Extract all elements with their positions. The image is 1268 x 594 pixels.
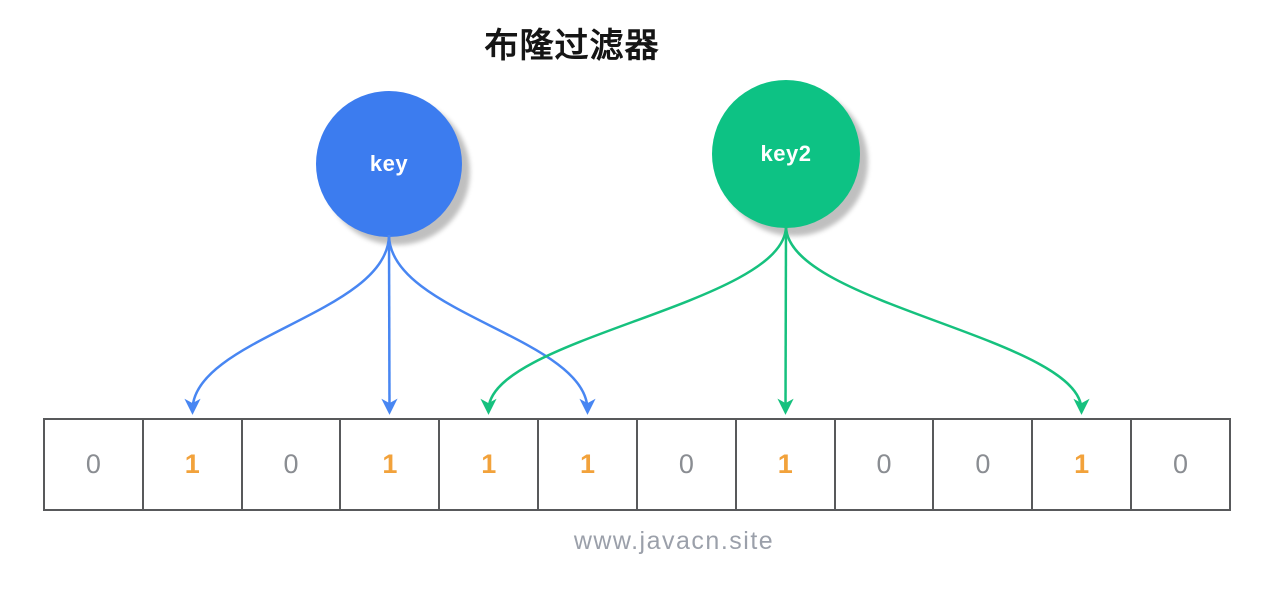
bit-value: 0 bbox=[1173, 449, 1189, 479]
hash-arrow bbox=[381, 234, 398, 415]
bit-cell: 0 bbox=[833, 418, 935, 511]
bit-value: 0 bbox=[678, 449, 694, 479]
bit-value: 1 bbox=[184, 449, 200, 479]
bit-cell: 1 bbox=[339, 418, 441, 511]
key2-node: key2 bbox=[712, 80, 860, 228]
bit-cell: 1 bbox=[141, 418, 243, 511]
bit-value: 1 bbox=[777, 449, 793, 479]
bit-cell: 1 bbox=[1031, 418, 1133, 511]
bit-cell: 0 bbox=[932, 418, 1034, 511]
key2-node-label: key2 bbox=[760, 141, 812, 166]
key-node: key bbox=[316, 91, 462, 237]
bit-cell: 1 bbox=[537, 418, 638, 511]
hash-arrow bbox=[480, 225, 788, 415]
bit-cell: 0 bbox=[635, 418, 737, 511]
bit-array: 0 1 0 1 1 1 0 1 0 0 1 0 bbox=[43, 418, 1231, 511]
bit-value: 0 bbox=[85, 449, 101, 479]
bit-cell: 0 bbox=[1130, 418, 1231, 511]
bit-cell: 0 bbox=[43, 418, 144, 511]
watermark: www.javacn.site bbox=[573, 527, 775, 555]
key-node-label: key bbox=[369, 151, 409, 176]
bit-value: 0 bbox=[975, 449, 991, 479]
bit-value: 1 bbox=[481, 449, 497, 479]
hash-arrow bbox=[387, 234, 596, 415]
diagram-title: 布隆过滤器 bbox=[484, 27, 660, 65]
bit-cell: 1 bbox=[438, 418, 540, 511]
bit-cell: 0 bbox=[240, 418, 342, 511]
bit-value: 0 bbox=[283, 449, 299, 479]
hash-arrow bbox=[184, 234, 391, 415]
bit-value: 1 bbox=[580, 449, 596, 479]
bit-value: 1 bbox=[1074, 449, 1090, 479]
bit-value: 0 bbox=[876, 449, 892, 479]
bit-value: 1 bbox=[382, 449, 398, 479]
hash-arrow bbox=[777, 225, 794, 415]
hash-arrow bbox=[784, 225, 1090, 415]
bit-cell: 1 bbox=[734, 418, 836, 511]
